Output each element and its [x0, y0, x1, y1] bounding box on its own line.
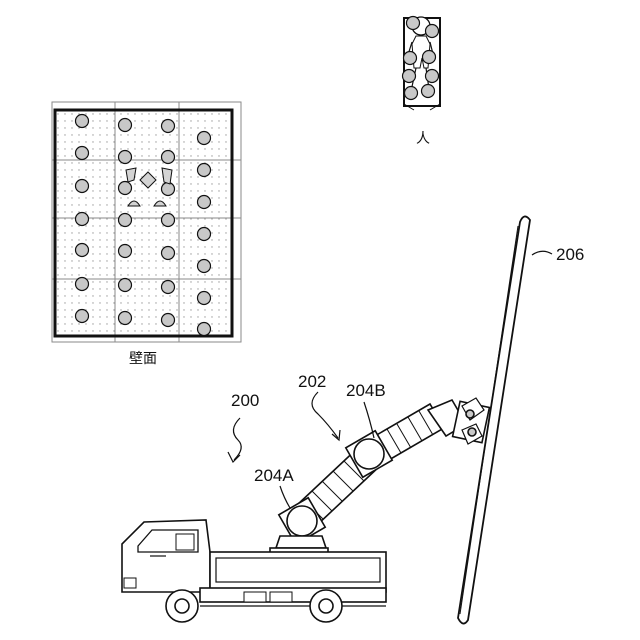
ref-204a-label: 204A: [254, 467, 294, 484]
ref-200-label: 200: [231, 392, 259, 409]
ref-206-label: 206: [556, 246, 584, 263]
ref-202-label: 202: [298, 373, 326, 390]
ref-204b-label: 204B: [346, 382, 386, 399]
person-label: 人: [416, 132, 430, 146]
truck: [122, 520, 386, 622]
leader-206: [532, 251, 552, 255]
wall-label: 壁面: [129, 352, 157, 366]
robot-arm: [296, 398, 489, 526]
